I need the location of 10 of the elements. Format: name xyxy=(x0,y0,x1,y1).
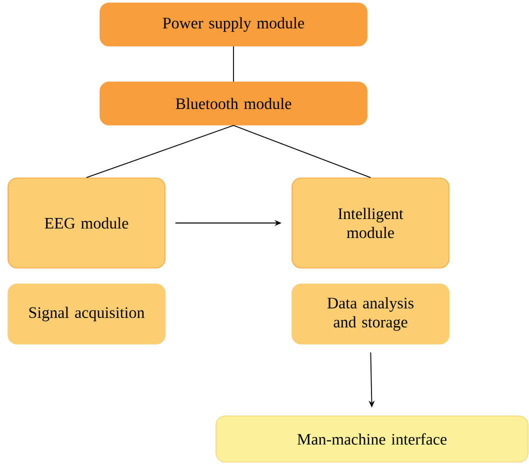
connector-line xyxy=(86,124,234,178)
module-box: EEG module xyxy=(8,178,166,268)
module-box: Bluetooth module xyxy=(100,82,368,126)
connector-line xyxy=(233,46,234,82)
interface-box: Man-machine interface xyxy=(216,416,528,462)
module-box: Intelligent module xyxy=(292,178,450,268)
module-box: Power supply module xyxy=(100,2,368,46)
function-box: Signal acquisition xyxy=(8,284,166,344)
function-box: Data analysis and storage xyxy=(292,284,450,344)
connector-line xyxy=(233,124,371,178)
